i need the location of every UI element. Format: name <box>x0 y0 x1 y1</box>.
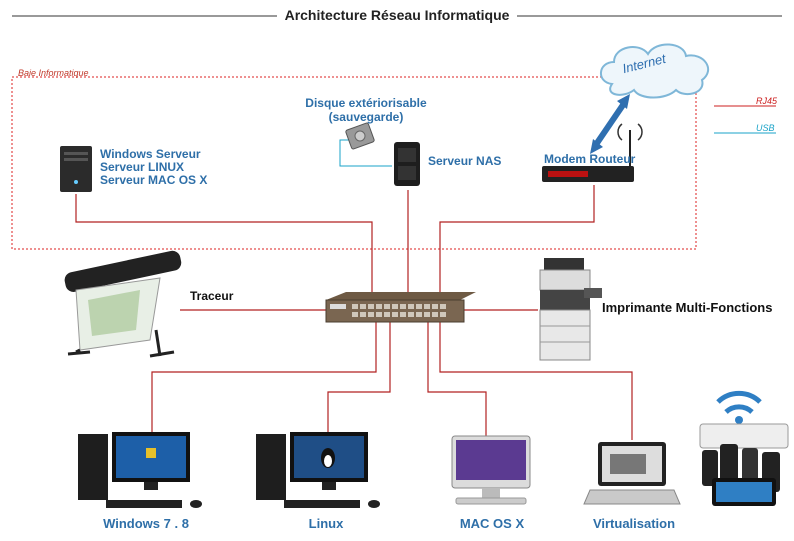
servers-line-linux: Serveur LINUX <box>100 160 185 174</box>
servers-line-mac: Serveur MAC OS X <box>100 173 208 187</box>
router-label: Modem Routeur <box>544 152 636 166</box>
plotter-label: Traceur <box>190 289 234 303</box>
disk-line-1: Disque extériorisable <box>305 96 427 110</box>
windows-pc-icon <box>78 432 202 508</box>
nas-icon <box>394 142 420 186</box>
usb-link <box>339 139 392 167</box>
rack-label: Baie Informatique <box>18 68 89 78</box>
legend-usb: USB <box>756 123 775 133</box>
client-mac-label: MAC OS X <box>459 516 525 531</box>
nas-label: Serveur NAS <box>428 154 502 168</box>
client-virt-label: Virtualisation <box>592 516 676 531</box>
external-disk-icon <box>345 122 375 150</box>
plotter-icon <box>64 250 182 358</box>
mfp-label: Imprimante Multi-Fonctions <box>602 300 773 315</box>
servers-line-windows: Windows Serveur <box>100 147 201 161</box>
network-links <box>75 185 633 440</box>
disk-line-2: (sauvegarde) <box>328 110 404 124</box>
server-tower-icon <box>60 146 92 192</box>
disk-label: Disque extériorisable (sauvegarde) <box>300 96 432 124</box>
network-switch-icon <box>325 292 476 323</box>
laptop-icon <box>583 442 681 505</box>
client-linux-label: Linux <box>308 516 344 531</box>
internet-arrow <box>590 94 630 154</box>
rack-boundary <box>11 76 697 250</box>
mobile-devices-icon <box>699 390 789 506</box>
legend-rj45: RJ45 <box>756 96 778 106</box>
mfp-icon <box>539 258 602 361</box>
router-icon <box>542 123 643 182</box>
internet-cloud <box>600 43 709 99</box>
linux-pc-icon <box>256 432 380 508</box>
servers-label: Windows Serveur Serveur LINUX Serveur MA… <box>100 148 207 187</box>
title-text: Architecture Réseau Informatique <box>276 7 518 23</box>
client-windows-label: Windows 7 . 8 <box>103 516 189 531</box>
mac-icon <box>451 435 531 505</box>
diagram-title: Architecture Réseau Informatique <box>0 7 794 25</box>
